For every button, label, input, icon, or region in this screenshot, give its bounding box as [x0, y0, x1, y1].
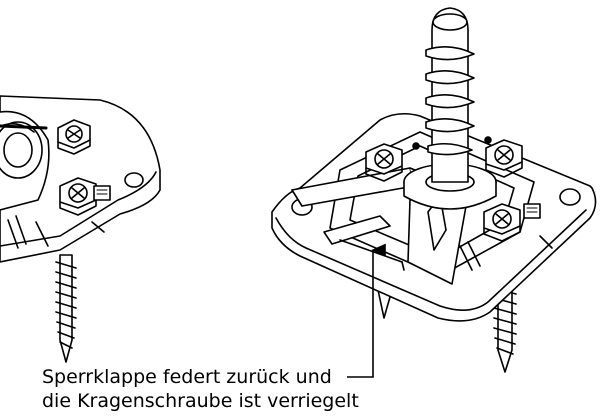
right-hex-nut-2 [485, 139, 523, 178]
left-hex-nut-1 [57, 119, 91, 155]
collar-screw [425, 7, 475, 183]
left-corner-hole [124, 172, 144, 188]
right-corner-hole-right [559, 188, 581, 206]
left-lag-screw [55, 254, 77, 363]
left-plate-assembly [0, 95, 161, 363]
right-plate-assembly [271, 7, 597, 373]
callout-leader [347, 243, 386, 378]
right-hex-nut-1 [365, 143, 403, 182]
caption-line-1: Sperrklappe federt zurück und [42, 366, 332, 388]
caption-line-2: die Kragenschraube ist verriegelt [42, 390, 359, 412]
right-hex-nut-3 [483, 203, 521, 242]
left-hex-nut-2 [59, 177, 97, 216]
